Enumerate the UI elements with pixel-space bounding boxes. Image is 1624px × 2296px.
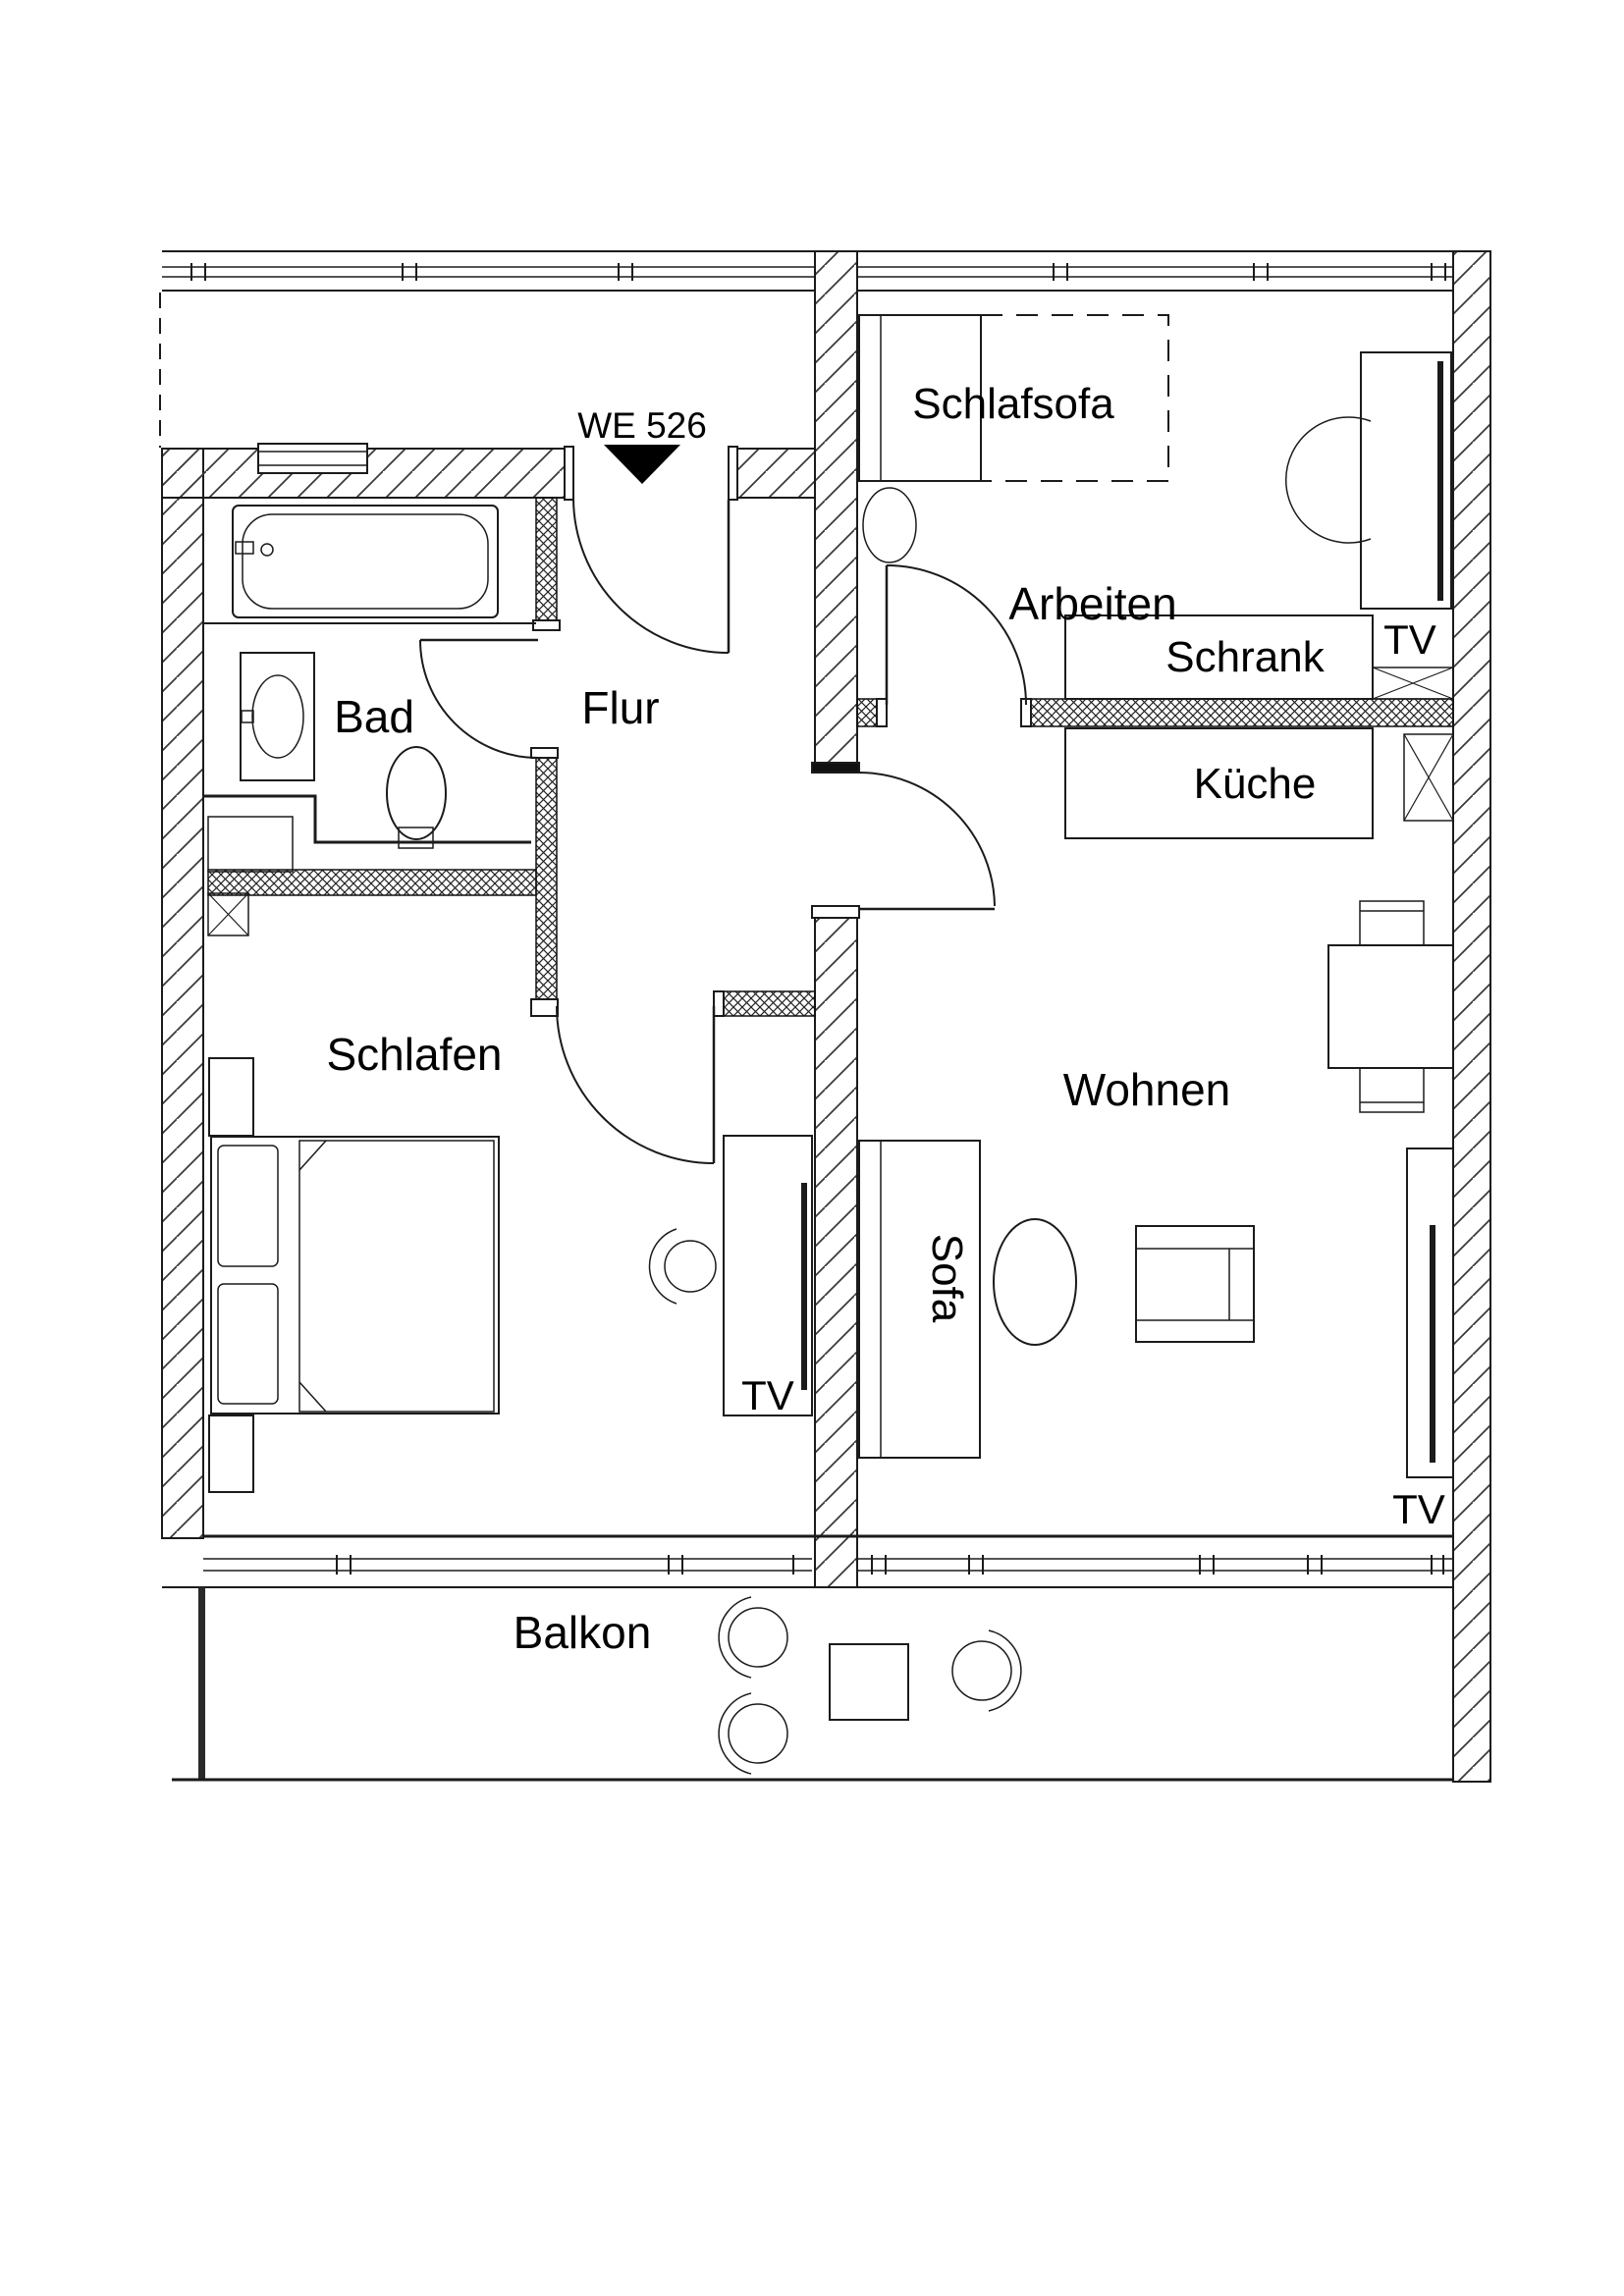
wall-central-lower — [814, 917, 858, 1588]
label-wohnen: Wohnen — [1063, 1064, 1231, 1115]
balkon-area — [172, 1587, 1453, 1782]
partition-schlafen-north — [207, 869, 537, 896]
dining-chair-bottom — [1359, 1067, 1425, 1113]
doors — [419, 497, 1027, 1164]
bathtub-drain — [260, 543, 274, 557]
outer-walls — [161, 250, 1491, 1783]
nightstand-top — [208, 1057, 254, 1137]
balcony-left-edge — [198, 1587, 205, 1780]
north-window-band — [162, 250, 1490, 292]
furniture-labels: Schlafsofa Schrank Sofa TV TV TV — [741, 380, 1445, 1532]
unit-label: WE 526 — [577, 405, 707, 446]
label-tv-arbeiten: TV — [1383, 616, 1436, 663]
sink-counter — [240, 652, 315, 781]
sink-basin — [251, 674, 304, 759]
wall-end-caps — [530, 446, 1032, 1017]
shaft-box-kueche — [1403, 733, 1454, 822]
partition-bad-east-upper — [535, 497, 558, 622]
dining-chair-top — [1359, 900, 1425, 946]
wohnen-door — [858, 772, 996, 911]
entrance-door — [572, 497, 731, 654]
balcony-chair-1 — [718, 1596, 788, 1679]
shaft-box-arbeiten — [1372, 667, 1454, 700]
dining-table — [1327, 944, 1454, 1069]
sofa — [858, 1140, 981, 1459]
stool — [862, 487, 917, 563]
schlafsofa-solid — [858, 314, 982, 482]
toilet-tank — [398, 827, 434, 849]
label-sofa: Sofa — [923, 1234, 971, 1323]
label-tv-wohnen: TV — [1392, 1486, 1445, 1532]
entrance-door-arc — [572, 497, 730, 654]
schlafen-room — [208, 1057, 813, 1493]
bathtub — [232, 505, 499, 618]
bad-door-arc — [419, 639, 539, 759]
wall-entry-north-right — [735, 448, 816, 499]
bad-south-boundary — [203, 794, 531, 844]
label-bad: Bad — [334, 691, 414, 742]
bed-mattress — [298, 1140, 495, 1413]
wohnen-room — [858, 900, 1454, 1478]
nightstand-bottom — [208, 1415, 254, 1493]
armchair — [1135, 1225, 1255, 1343]
partition-kueche-north — [1030, 698, 1454, 727]
tv-chair-schlafen-back — [648, 1228, 677, 1305]
pillow-top — [217, 1145, 279, 1267]
entry-arrow-icon — [604, 445, 680, 484]
label-schrank: Schrank — [1165, 633, 1325, 681]
bad-room — [203, 505, 536, 936]
arbeiten-door — [885, 564, 1027, 706]
sink-faucet — [241, 710, 254, 723]
entry-marker: WE 526 — [577, 405, 707, 484]
south-window-band — [162, 1534, 1453, 1588]
label-flur: Flur — [581, 682, 659, 733]
tv-chair-schlafen — [664, 1240, 717, 1293]
schrank-wardrobe — [1064, 614, 1374, 700]
partition-flur-south — [723, 990, 816, 1017]
partition-kueche-west-stub — [856, 698, 878, 727]
wall-cap-black — [811, 762, 860, 774]
bad-door — [419, 638, 539, 759]
label-tv-schlafen: TV — [741, 1372, 794, 1418]
arbeiten-room — [858, 314, 1454, 700]
label-balkon: Balkon — [514, 1607, 652, 1658]
desk — [1360, 351, 1452, 610]
bathtub-basin — [242, 513, 489, 610]
room-labels: Bad Flur Schlafen Wohnen Arbeiten Küche … — [326, 578, 1316, 1658]
partition-bad-east-lower — [535, 757, 558, 1000]
bad-window — [257, 443, 368, 474]
label-kueche: Küche — [1194, 760, 1317, 808]
desk-chair — [1285, 416, 1372, 544]
coffee-table — [993, 1218, 1077, 1346]
label-schlafsofa: Schlafsofa — [912, 380, 1114, 428]
pillow-bottom — [217, 1283, 279, 1405]
balcony-chair-3 — [951, 1629, 1022, 1712]
bathtub-faucet — [235, 541, 254, 555]
shaft-box-schlafen — [207, 892, 249, 936]
bed-frame — [210, 1136, 500, 1415]
north-window-mullions — [190, 263, 1446, 281]
tv-sideboard-wohnen — [1406, 1148, 1454, 1478]
bad-corner-niche — [207, 816, 294, 873]
label-arbeiten: Arbeiten — [1008, 578, 1176, 629]
wall-right — [1452, 250, 1491, 1783]
toilet-bowl — [386, 746, 447, 840]
balcony-table — [829, 1643, 909, 1721]
arbeiten-door-arc — [886, 564, 1027, 706]
kueche-area — [1064, 727, 1454, 839]
wohnen-door-arc — [858, 772, 996, 907]
south-window-mullions — [336, 1555, 1444, 1575]
balcony-chair-2 — [718, 1692, 788, 1775]
tv-sideboard-schlafen — [723, 1135, 813, 1416]
schlafen-door-arc — [556, 1005, 715, 1164]
kitchen-counter — [1064, 727, 1374, 839]
label-schlafen: Schlafen — [326, 1029, 502, 1080]
wall-central-upper — [814, 250, 858, 764]
wall-left — [161, 448, 204, 1539]
bed-sheet-folds — [298, 1140, 327, 1413]
schlafen-door — [556, 1005, 716, 1164]
